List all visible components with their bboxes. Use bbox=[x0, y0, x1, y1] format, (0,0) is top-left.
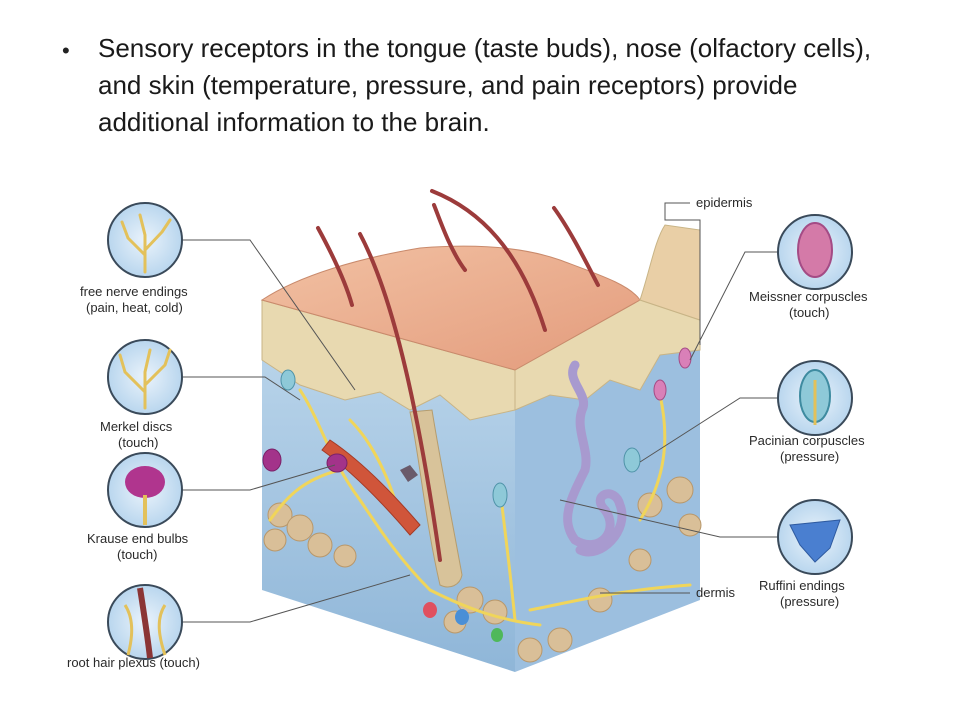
pacinian-corpuscles-circle bbox=[777, 360, 853, 436]
label-ruffini-endings: Ruffini endings (pressure) bbox=[759, 578, 848, 609]
label-free-nerve-endings: free nerve endings (pain, heat, cold) bbox=[80, 284, 191, 315]
ruffini-endings-circle bbox=[777, 499, 853, 575]
label-root-hair-plexus: root hair plexus (touch) bbox=[67, 655, 200, 670]
merkel-discs-circle bbox=[107, 339, 183, 415]
label-pacinian-corpuscles: Pacinian corpuscles (pressure) bbox=[749, 433, 868, 464]
skin-block bbox=[260, 189, 702, 672]
root-hair-plexus-circle bbox=[107, 584, 183, 660]
label-krause-end-bulbs: Krause end bulbs (touch) bbox=[87, 531, 192, 562]
skin-receptors-diagram: free nerve endings (pain, heat, cold) Me… bbox=[67, 189, 871, 672]
bullet-dot: • bbox=[62, 38, 70, 63]
label-merkel-discs: Merkel discs (touch) bbox=[100, 419, 176, 450]
label-dermis: dermis bbox=[696, 585, 736, 600]
meissner-corpuscles-circle bbox=[777, 214, 853, 290]
label-meissner-corpuscles: Meissner corpuscles (touch) bbox=[749, 289, 871, 320]
bullet-text: Sensory receptors in the tongue (taste b… bbox=[98, 33, 872, 137]
label-epidermis: epidermis bbox=[696, 195, 753, 210]
krause-end-bulbs-circle bbox=[107, 452, 183, 528]
free-nerve-endings-circle bbox=[107, 202, 183, 278]
